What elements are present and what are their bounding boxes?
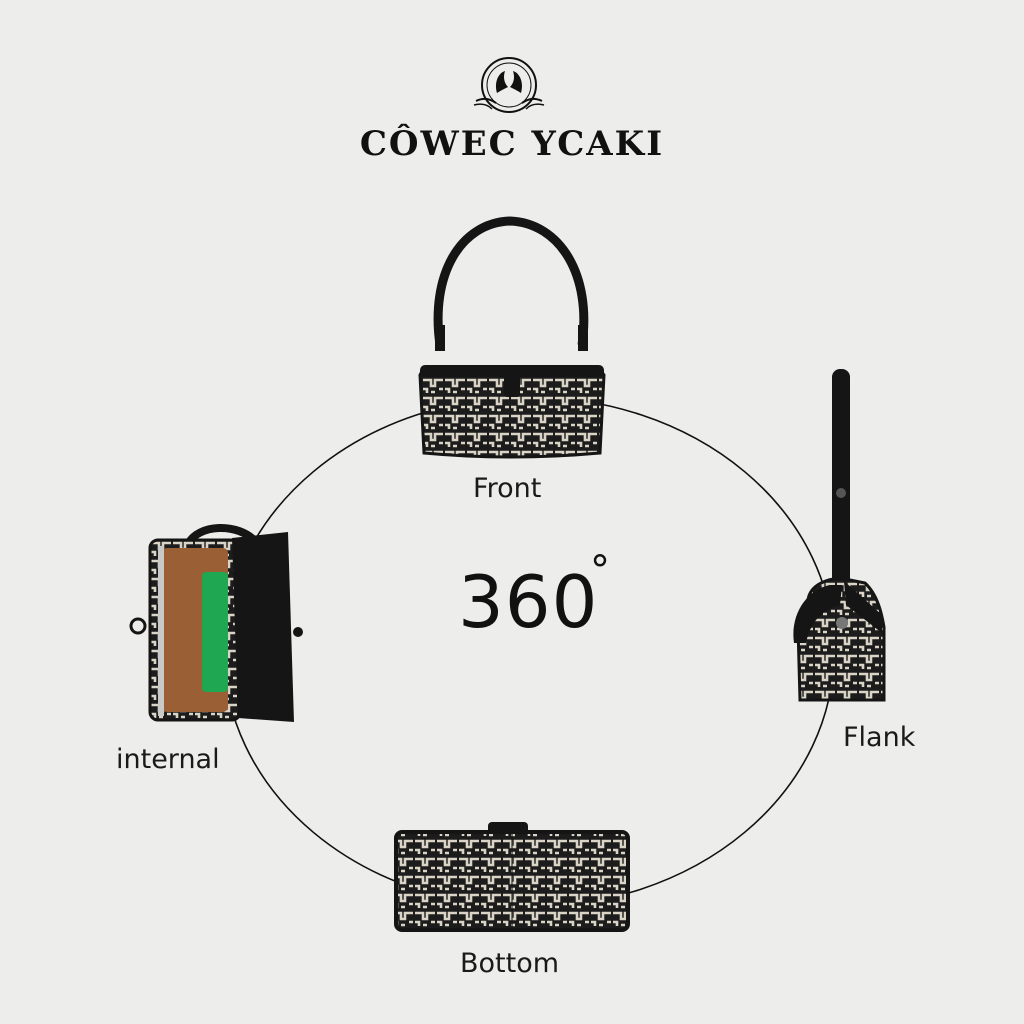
bag-front-view bbox=[418, 216, 606, 459]
brand-logo-icon bbox=[473, 57, 545, 113]
bag-bottom-view bbox=[394, 822, 630, 932]
view-label-bottom: Bottom bbox=[460, 948, 560, 979]
view-label-front: Front bbox=[473, 473, 542, 504]
view-label-flank: Flank bbox=[843, 722, 916, 753]
brand-name: CÔWEC YCAKI bbox=[359, 124, 665, 164]
rotation-degrees: 360 bbox=[458, 560, 599, 644]
degree-symbol: ° bbox=[590, 548, 610, 594]
bag-internal-view bbox=[129, 524, 303, 722]
bag-flank-view bbox=[793, 369, 886, 702]
view-label-internal: internal bbox=[116, 744, 220, 775]
